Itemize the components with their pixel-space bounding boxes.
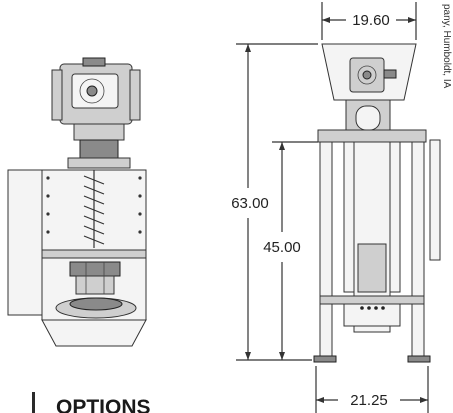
top-width-label: 19.60 (352, 12, 390, 29)
heading-accent-bar (32, 392, 35, 413)
lower-height-label: 45.00 (263, 239, 301, 256)
outlet-holes (360, 306, 385, 310)
auger-screw (83, 170, 105, 248)
dimension-lines (236, 2, 429, 413)
section-heading: OPTIONS (56, 396, 151, 413)
overall-height-label: 63.00 (231, 195, 269, 212)
body-bolts (46, 176, 142, 234)
base-width-label: 21.25 (350, 392, 388, 409)
side-caption: pany, Humboldt, IA (441, 4, 452, 89)
front-view-drawing (313, 43, 441, 363)
side-view-drawing (7, 57, 147, 347)
